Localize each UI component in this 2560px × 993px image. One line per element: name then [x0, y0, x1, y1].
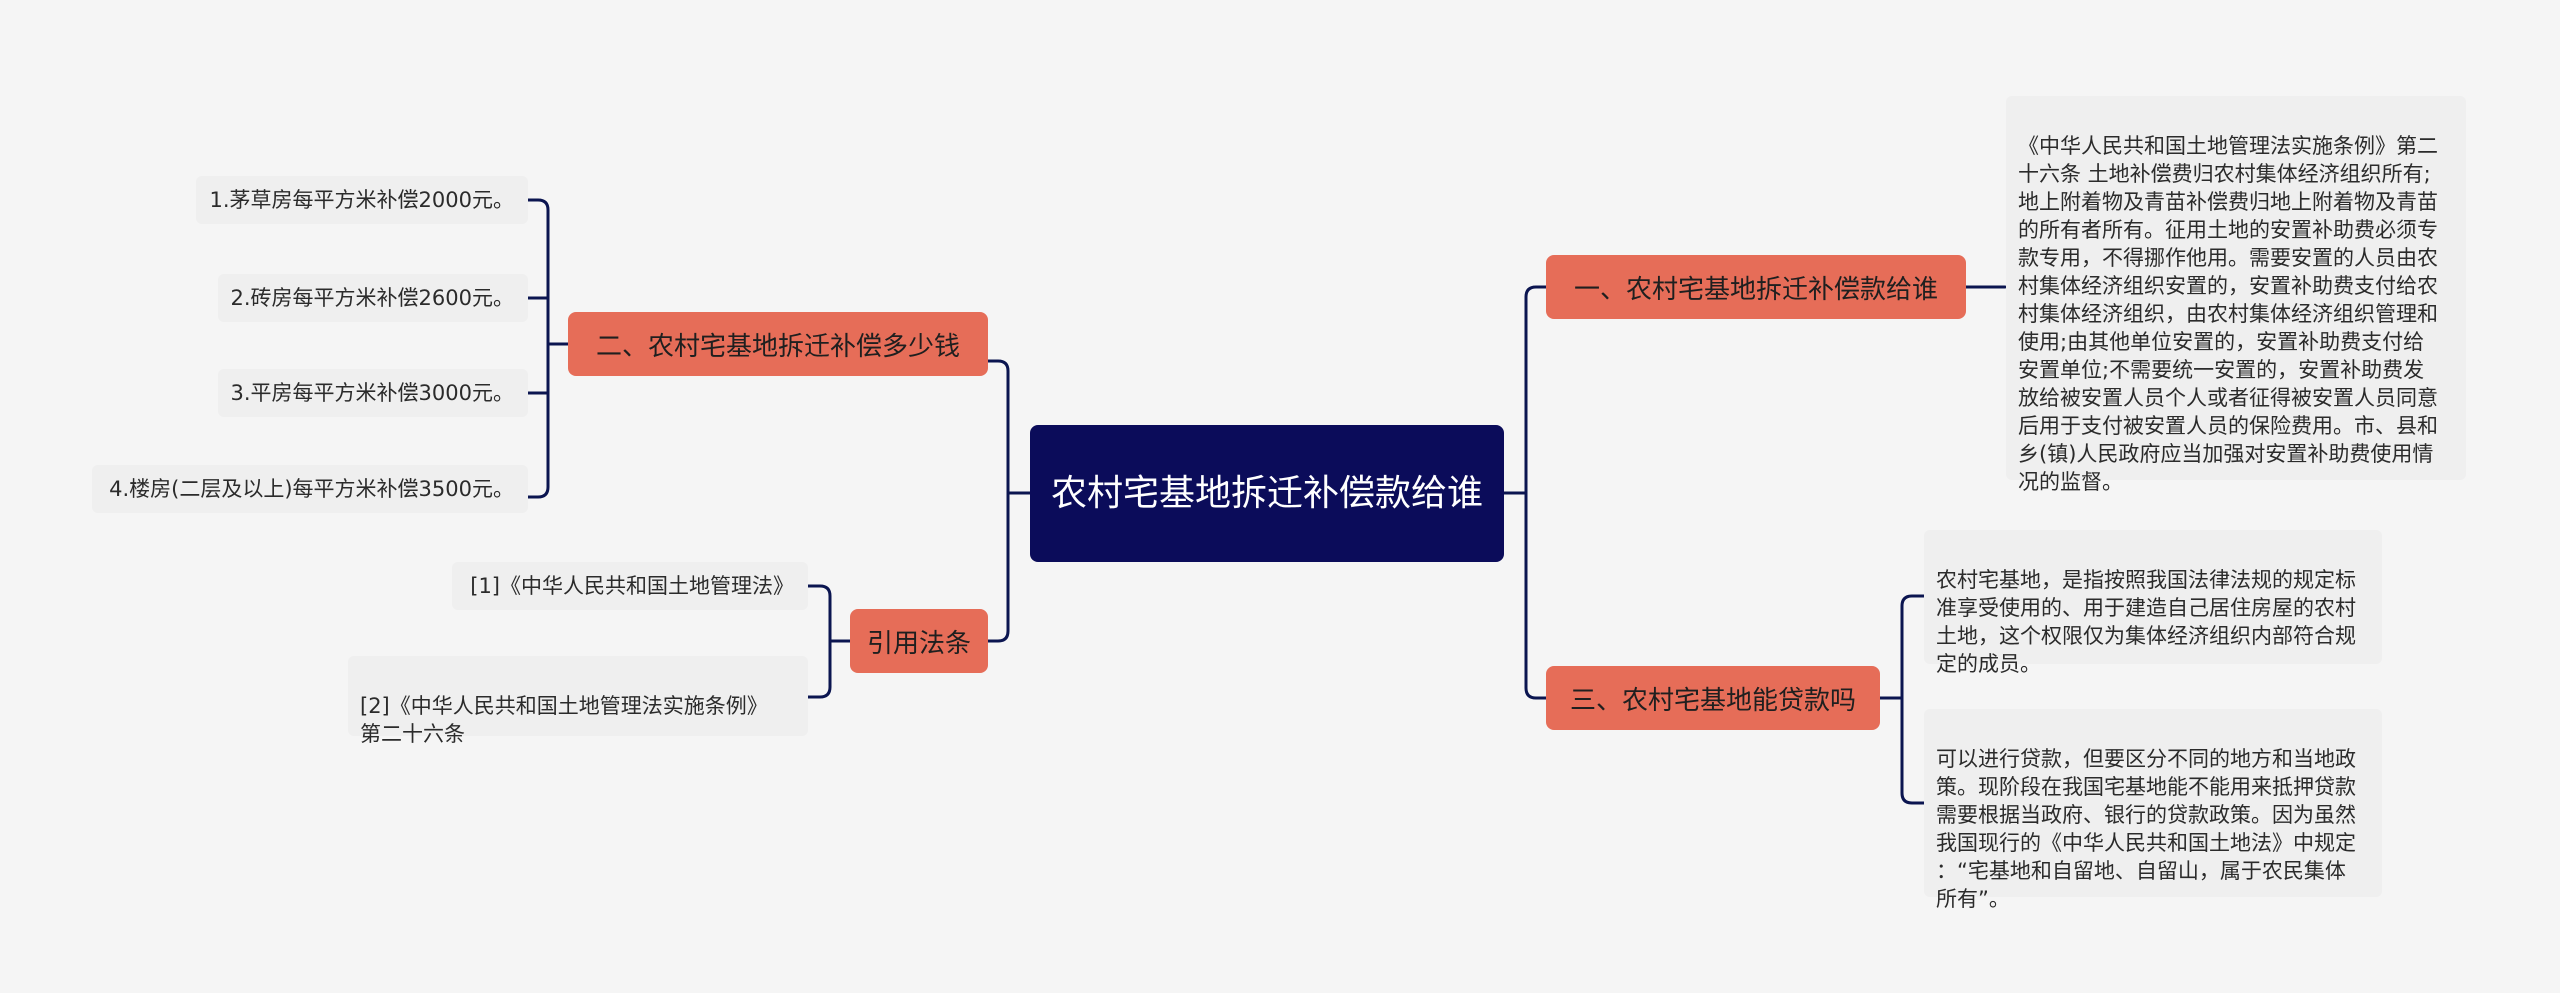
- branch-label: 二、农村宅基地拆迁补偿多少钱: [595, 331, 960, 362]
- note-brick-house[interactable]: 2.砖房每平方米补偿2600元。: [218, 274, 528, 322]
- note-citation-land-law[interactable]: [1]《中华人民共和国土地管理法》: [452, 562, 808, 610]
- link-root-right-trunk: [1502, 285, 1548, 700]
- note-text: 1.茅草房每平方米补偿2000元。: [209, 188, 514, 212]
- branch-homestead-loan[interactable]: 三、农村宅基地能贷款吗: [1546, 666, 1880, 730]
- note-text: 3.平房每平方米补偿3000元。: [230, 381, 514, 405]
- note-compensation-recipient[interactable]: 《中华人民共和国土地管理法实施条例》第二 十六条 土地补偿费归农村集体经济组织所…: [2006, 96, 2466, 494]
- note-loan-policy[interactable]: 可以进行贷款，但要区分不同的地方和当地政 策。现阶段在我国宅基地能不能用来抵押贷…: [1924, 709, 2382, 911]
- branch-compensation-recipient[interactable]: 一、农村宅基地拆迁补偿款给谁: [1546, 255, 1966, 319]
- note-text: 2.砖房每平方米补偿2600元。: [230, 286, 514, 310]
- root-topic-label: 农村宅基地拆迁补偿款给谁: [1050, 472, 1483, 514]
- note-text: 4.楼房(二层及以上)每平方米补偿3500元。: [109, 477, 514, 501]
- branch-citations[interactable]: 引用法条: [850, 609, 988, 673]
- branch-label: 引用法条: [866, 628, 971, 659]
- link-citation-notes: [806, 584, 852, 699]
- note-text: 农村宅基地，是指按照我国法律法规的规定标 准享受使用的、用于建造自己居住房屋的农…: [1936, 568, 2356, 676]
- link-branch2-notes: [526, 198, 570, 499]
- note-homestead-definition[interactable]: 农村宅基地，是指按照我国法律法规的规定标 准享受使用的、用于建造自己居住房屋的农…: [1924, 530, 2382, 676]
- link-branch3-notes: [1878, 594, 1926, 805]
- note-thatched-house[interactable]: 1.茅草房每平方米补偿2000元。: [196, 176, 528, 224]
- note-text: [1]《中华人民共和国土地管理法》: [470, 574, 794, 598]
- note-text: 可以进行贷款，但要区分不同的地方和当地政 策。现阶段在我国宅基地能不能用来抵押贷…: [1936, 747, 2356, 911]
- branch-label: 一、农村宅基地拆迁补偿款给谁: [1573, 274, 1938, 305]
- note-multistorey[interactable]: 4.楼房(二层及以上)每平方米补偿3500元。: [92, 465, 528, 513]
- link-root-left-trunk: [986, 359, 1032, 643]
- branch-compensation-amount[interactable]: 二、农村宅基地拆迁补偿多少钱: [568, 312, 988, 376]
- root-topic[interactable]: 农村宅基地拆迁补偿款给谁: [1030, 425, 1504, 562]
- note-text: 《中华人民共和国土地管理法实施条例》第二 十六条 土地补偿费归农村集体经济组织所…: [2018, 134, 2438, 494]
- note-citation-regulation[interactable]: [2]《中华人民共和国土地管理法实施条例》 第二十六条: [348, 656, 808, 746]
- branch-label: 三、农村宅基地能贷款吗: [1569, 685, 1856, 716]
- note-bungalow[interactable]: 3.平房每平方米补偿3000元。: [218, 369, 528, 417]
- note-text: [2]《中华人民共和国土地管理法实施条例》 第二十六条: [360, 694, 768, 746]
